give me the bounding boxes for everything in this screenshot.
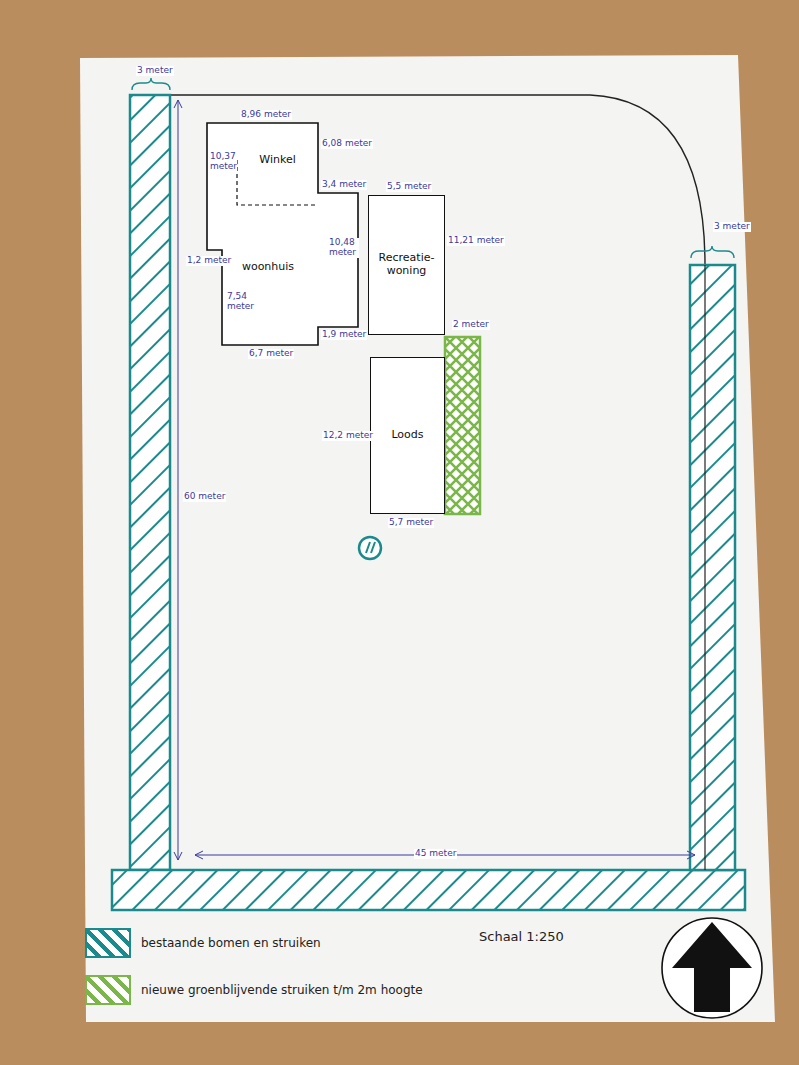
legend-swatch xyxy=(85,975,131,1005)
house-area: woonhuis xyxy=(228,252,308,282)
tree-strip xyxy=(130,95,170,870)
tree-strip xyxy=(112,870,745,910)
building-name: Recreatie- woning xyxy=(373,252,440,277)
plot-outline xyxy=(130,95,705,870)
dimension-label: 10,48 meter xyxy=(328,238,359,258)
dimension-label: 10,37 meter xyxy=(209,152,237,172)
dimension-label: 45 meter xyxy=(414,849,457,859)
shop-area: Winkel xyxy=(240,140,315,180)
dimension-label: 2 meter xyxy=(452,320,490,330)
dimension-label: 3 meter xyxy=(713,222,751,232)
legend-text: bestaande bomen en struiken xyxy=(141,936,321,950)
brace xyxy=(691,246,734,258)
building-name: woonhuis xyxy=(242,261,294,274)
building-name: Loods xyxy=(391,429,423,442)
dimension-label: 6,08 meter xyxy=(321,139,373,149)
legend-row: bestaande bomen en struiken xyxy=(85,928,321,958)
legend-row: nieuwe groenblijvende struiken t/m 2m ho… xyxy=(85,975,423,1005)
building-name: Winkel xyxy=(259,154,295,167)
dimension-label: 8,96 meter xyxy=(240,110,292,120)
legend-text: nieuwe groenblijvende struiken t/m 2m ho… xyxy=(141,983,423,997)
dimension-label: 3,4 meter xyxy=(321,180,367,190)
dimension-label: 1,9 meter xyxy=(321,330,367,340)
dimension-label: 12,2 meter xyxy=(322,431,374,441)
scale-note: Schaal 1:250 xyxy=(478,930,565,944)
paper-sheet xyxy=(80,55,775,1022)
dimension-label: 5,7 meter xyxy=(388,518,434,528)
north-arrow xyxy=(662,918,762,1018)
shop-divider xyxy=(237,160,318,205)
dimension-label: 5,5 meter xyxy=(386,182,432,192)
dimension-label: 60 meter xyxy=(183,492,226,502)
dimension-label: 3 meter xyxy=(136,66,174,76)
dimension-label: 7,54 meter xyxy=(226,292,254,312)
brace xyxy=(132,78,170,90)
shrub-strip xyxy=(445,337,480,514)
shed-box: Loods xyxy=(370,357,445,514)
dimension-line xyxy=(178,100,179,860)
tree-strip xyxy=(690,265,735,870)
dimension-label: 6,7 meter xyxy=(248,349,294,359)
legend-swatch xyxy=(85,928,131,958)
holiday-home-box: Recreatie- woning xyxy=(368,195,445,335)
house-outline xyxy=(207,123,358,345)
well-symbol xyxy=(359,537,381,559)
dimension-label: 1,2 meter xyxy=(186,256,232,266)
dimension-label: 11,21 meter xyxy=(447,236,505,246)
